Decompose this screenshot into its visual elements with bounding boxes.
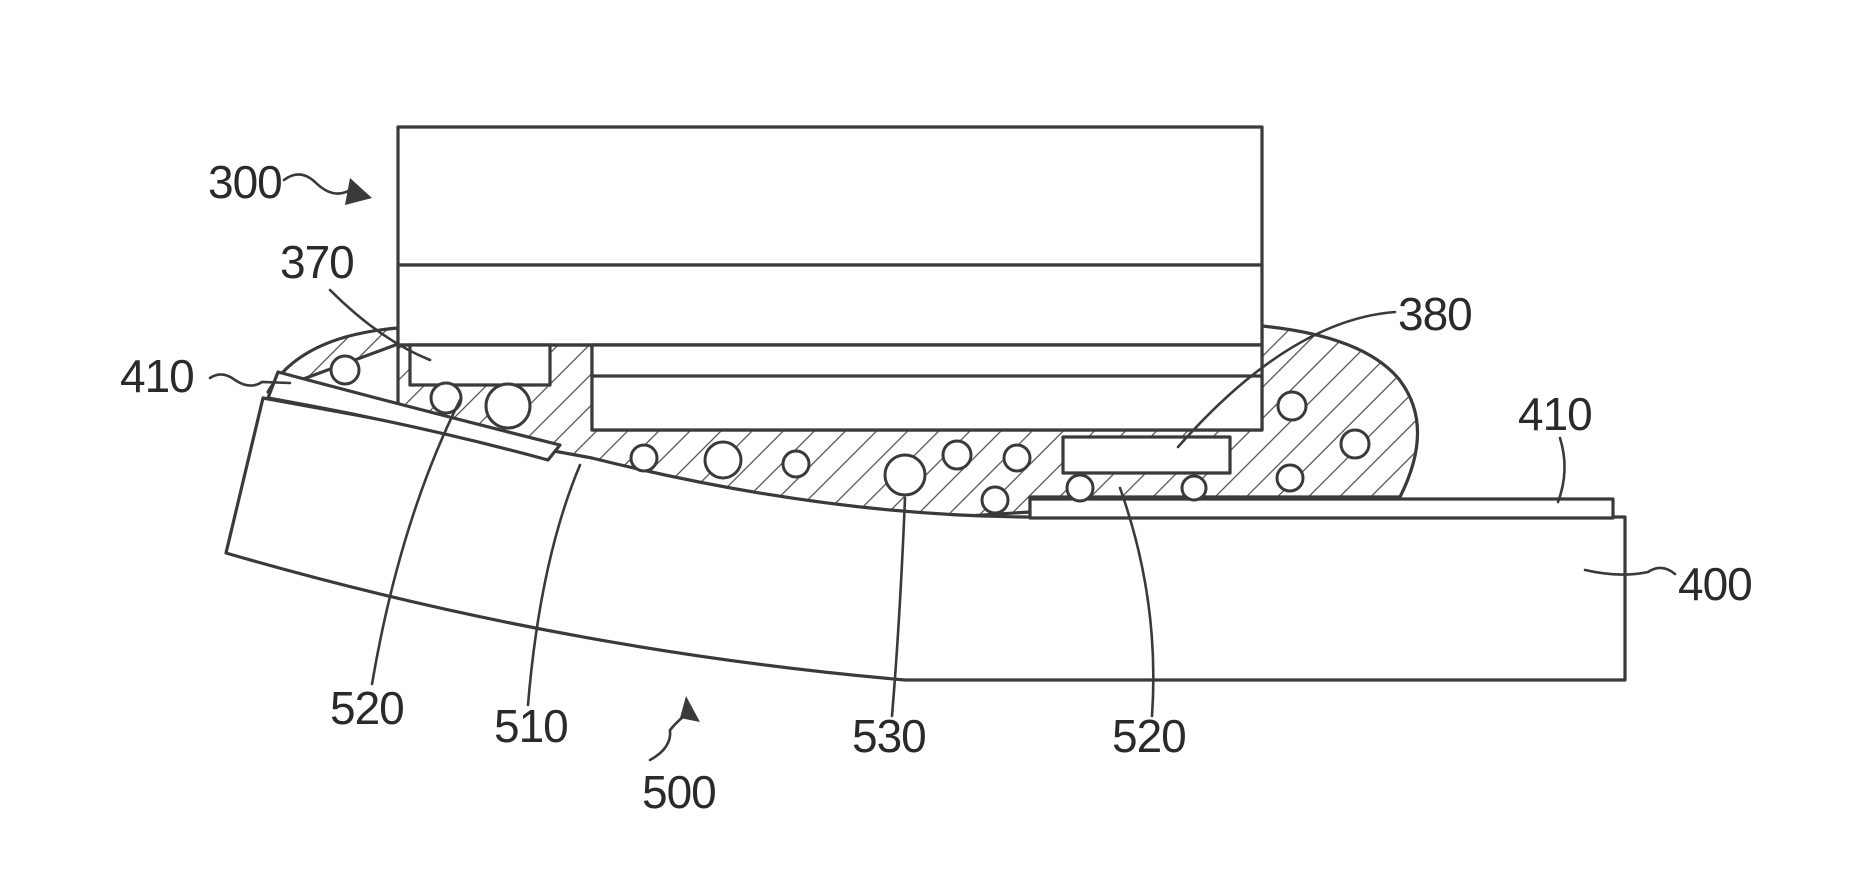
label-520-left: 520 xyxy=(330,682,404,734)
label-510: 510 xyxy=(494,700,568,752)
chip-300-middle-layer xyxy=(398,265,1262,345)
label-520-right: 520 xyxy=(1112,710,1186,762)
bump-370 xyxy=(410,345,550,385)
leader-410-right xyxy=(1558,438,1565,502)
chip-300-top-layer xyxy=(398,127,1262,265)
label-410-right: 410 xyxy=(1518,388,1592,440)
label-370: 370 xyxy=(280,236,354,288)
label-400: 400 xyxy=(1678,558,1752,610)
arrow-500 xyxy=(650,696,700,760)
bump-380 xyxy=(1063,437,1230,473)
label-410-left: 410 xyxy=(120,350,194,402)
label-530: 530 xyxy=(852,710,926,762)
label-500: 500 xyxy=(642,766,716,818)
label-300: 300 xyxy=(208,156,282,208)
chip-300-bottom-layer xyxy=(592,345,1262,430)
arrow-300 xyxy=(284,174,372,205)
electrode-410-right xyxy=(1030,499,1613,518)
label-380: 380 xyxy=(1398,288,1472,340)
